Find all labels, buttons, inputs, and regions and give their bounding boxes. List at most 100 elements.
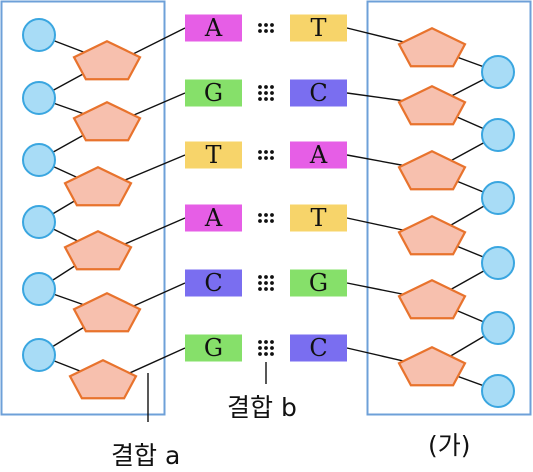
left-base-letter: C xyxy=(204,269,222,297)
hydrogen-bond-dot xyxy=(258,91,262,95)
left-base-box xyxy=(185,334,242,362)
strand-label: (가) xyxy=(428,426,471,462)
left-glycosidic-line xyxy=(117,217,186,248)
hydrogen-bond-dot xyxy=(264,23,268,27)
hydrogen-bond-dot xyxy=(264,213,268,217)
right-base-box xyxy=(290,14,347,42)
left-phosphate-circle xyxy=(22,18,56,52)
hydrogen-bond-dot xyxy=(264,29,268,33)
hydrogen-bond-dot xyxy=(264,346,268,350)
left-phosphate-circle xyxy=(22,81,56,115)
strand-ga-text: (가) xyxy=(428,431,471,460)
hydrogen-bond-dot xyxy=(264,156,268,160)
hydrogen-bond-dot xyxy=(264,97,268,101)
left-base-letter: A xyxy=(204,204,223,232)
left-sugar-pentagon xyxy=(63,166,133,207)
hydrogen-bond-dot xyxy=(270,219,274,223)
hydrogen-bond-dot xyxy=(264,287,268,291)
hydrogen-bond-dot xyxy=(258,340,262,344)
hydrogen-bond-dot xyxy=(270,346,274,350)
right-sugar-pentagon xyxy=(397,85,467,126)
bond-b-label: 결합 b xyxy=(227,388,297,424)
hydrogen-bond-dot xyxy=(270,85,274,89)
right-glycosidic-line xyxy=(346,217,413,233)
bond-a-label: 결합 a xyxy=(111,436,180,472)
hydrogen-bond-dot xyxy=(258,150,262,154)
left-phosphate-circle xyxy=(22,338,56,372)
left-base-letter: G xyxy=(204,79,223,107)
hydrogen-bond-dot xyxy=(264,352,268,356)
hydrogen-bond-dot xyxy=(258,346,262,350)
bond-a-text: 결합 a xyxy=(111,441,181,470)
left-base-letter: T xyxy=(205,141,221,169)
right-base-letter: T xyxy=(310,14,326,42)
hydrogen-bond-dot xyxy=(270,29,274,33)
left-glycosidic-line xyxy=(117,154,186,184)
hydrogen-bond-dot xyxy=(270,287,274,291)
hydrogen-bond-dot xyxy=(270,352,274,356)
right-base-letter: T xyxy=(310,204,326,232)
hydrogen-bond-dot xyxy=(264,281,268,285)
hydrogen-bond-dot xyxy=(264,91,268,95)
right-base-box xyxy=(290,141,347,169)
hydrogen-bond-dot xyxy=(264,340,268,344)
left-sugar-pentagon xyxy=(63,230,133,271)
right-base-box xyxy=(290,204,347,232)
hydrogen-bond-dot xyxy=(270,340,274,344)
hydrogen-bond-dot xyxy=(270,150,274,154)
left-sugar-pentagon xyxy=(72,40,142,81)
left-glycosidic-line xyxy=(126,27,186,58)
bond-b-text: 결합 b xyxy=(227,393,297,422)
left-sugar-pentagon xyxy=(68,359,138,400)
left-phosphate-circle xyxy=(22,143,56,177)
right-base-letter: C xyxy=(309,79,327,107)
hydrogen-bond-dot xyxy=(258,281,262,285)
left-phosphate-circle xyxy=(22,272,56,306)
right-sugar-pentagon xyxy=(397,279,467,320)
right-glycosidic-line xyxy=(346,27,413,45)
right-sugar-pentagon xyxy=(397,27,467,68)
left-phosphate-circle xyxy=(22,205,56,239)
right-sugar-pentagon xyxy=(397,346,467,387)
right-glycosidic-line xyxy=(346,282,413,297)
left-sugar-pentagon xyxy=(72,101,142,142)
left-base-box xyxy=(185,269,242,297)
right-sugar-pentagon xyxy=(397,215,467,256)
left-base-letter: A xyxy=(204,14,223,42)
right-base-box xyxy=(290,79,347,107)
hydrogen-bond-dot xyxy=(258,97,262,101)
left-glycosidic-line xyxy=(126,92,186,119)
hydrogen-bond-dot xyxy=(270,97,274,101)
hydrogen-bond-dot xyxy=(270,156,274,160)
hydrogen-bond-dot xyxy=(270,275,274,279)
right-phosphate-circle xyxy=(481,181,515,215)
right-phosphate-circle xyxy=(481,311,515,345)
right-phosphate-circle xyxy=(481,374,515,408)
hydrogen-bond-dot xyxy=(264,150,268,154)
hydrogen-bond-dot xyxy=(264,85,268,89)
hydrogen-bond-dot xyxy=(270,91,274,95)
hydrogen-bond-dot xyxy=(258,213,262,217)
hydrogen-bond-dot xyxy=(258,29,262,33)
right-base-letter: A xyxy=(309,141,328,169)
left-base-box xyxy=(185,141,242,169)
hydrogen-bond-dot xyxy=(270,281,274,285)
hydrogen-bond-dot xyxy=(264,219,268,223)
left-base-box xyxy=(185,79,242,107)
right-phosphate-circle xyxy=(481,55,515,89)
hydrogen-bond-dot xyxy=(258,275,262,279)
hydrogen-bond-dot xyxy=(258,219,262,223)
right-phosphate-circle xyxy=(481,246,515,280)
hydrogen-bond-dot xyxy=(270,23,274,27)
left-glycosidic-line xyxy=(126,282,186,310)
right-base-letter: G xyxy=(309,269,328,297)
left-base-box xyxy=(185,14,242,42)
right-strand-box xyxy=(366,0,532,416)
hydrogen-bond-dot xyxy=(258,85,262,89)
left-base-letter: G xyxy=(204,334,223,362)
hydrogen-bond-dot xyxy=(270,213,274,217)
hydrogen-bond-dot xyxy=(258,156,262,160)
hydrogen-bond-dot xyxy=(264,275,268,279)
right-phosphate-circle xyxy=(481,118,515,152)
